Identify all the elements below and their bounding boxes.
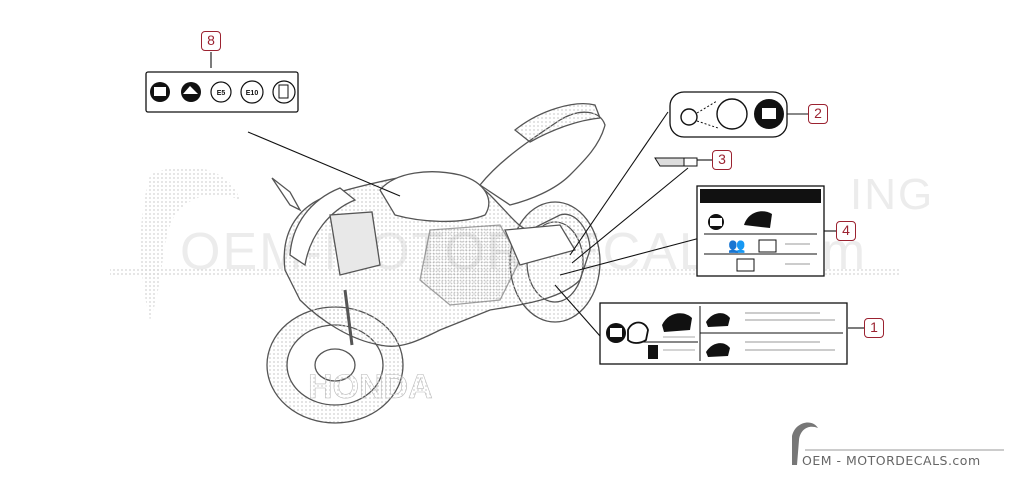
leader-lines [210, 52, 864, 337]
label-3 [654, 157, 698, 167]
label-1 [599, 302, 848, 365]
callout-4: 4 [836, 221, 856, 241]
site-watermark-text: OEM - MOTORDECALS.com [802, 453, 981, 468]
motorcycle-drawing [266, 103, 606, 424]
label-2 [669, 91, 788, 138]
callout-1: 1 [864, 318, 884, 338]
e5-text: E5 [217, 90, 226, 97]
e10-text: E10 [246, 90, 259, 97]
brand-logo [792, 422, 1004, 465]
callout-8: 8 [201, 31, 221, 51]
background-watermark-partial: ING [850, 170, 935, 219]
callout-3: 3 [712, 150, 732, 170]
callout-2: 2 [808, 104, 828, 124]
svg-text:👥: 👥 [728, 237, 745, 254]
label-4: 👥 [696, 185, 825, 277]
label-8: E5 E10 [145, 71, 299, 113]
honda-text: HONDA [308, 368, 433, 406]
